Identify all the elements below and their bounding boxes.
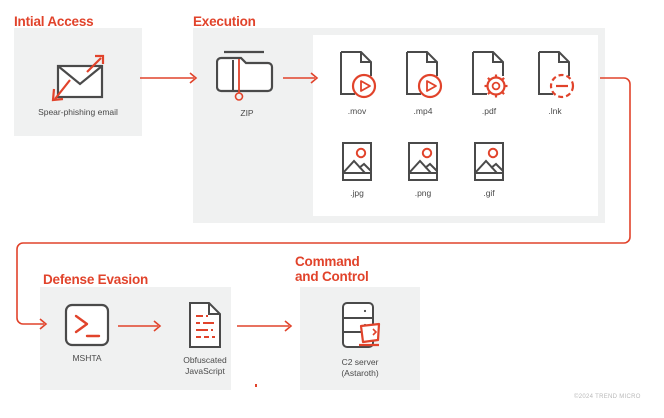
execution-files-panel <box>313 35 598 216</box>
arrow-obfuscated-javascript-to-c2-server <box>237 320 293 332</box>
arrow-mshta-to-obfuscated-javascript <box>118 320 162 332</box>
file-link-icon <box>538 51 575 99</box>
image-file-icon <box>474 142 504 181</box>
file-label: .gif <box>483 188 495 198</box>
node-mshta: MSHTA <box>52 302 122 364</box>
node-label: Obfuscated JavaScript <box>183 355 227 376</box>
file-play-icon <box>340 51 377 99</box>
file-label: .mov <box>347 106 367 116</box>
file-node-png: .png <box>394 140 452 199</box>
node-label: MSHTA <box>72 353 102 363</box>
file-label: .jpg <box>350 188 364 198</box>
file-node-mp4: .mp4 <box>394 48 452 117</box>
node-obfuscated-javascript: Obfuscated JavaScript <box>166 300 244 377</box>
copyright-notice: ©2024 TREND MICRO <box>574 394 641 400</box>
file-node-mov: .mov <box>328 48 386 117</box>
c2-server-icon <box>342 302 381 348</box>
envelope-phishing-icon <box>51 54 105 102</box>
zip-folder-icon <box>216 50 274 101</box>
file-label: .lnk <box>548 106 562 116</box>
file-node-jpg: .jpg <box>328 140 386 199</box>
file-play-icon <box>406 51 443 99</box>
node-c2-server: C2 server (Astaroth) <box>321 300 399 379</box>
stage-title-defense-evasion: Defense Evasion <box>43 272 149 287</box>
arrow-email-to-zip <box>140 72 198 84</box>
file-gear-icon <box>472 51 508 98</box>
stray-dot-artifact <box>255 384 257 387</box>
file-node-gif: .gif <box>460 140 518 199</box>
image-file-icon <box>408 142 438 181</box>
stage-title-command-and-control: Command and Control <box>295 254 369 284</box>
node-zip: ZIP <box>208 47 286 119</box>
file-label: .png <box>414 188 432 198</box>
file-node-lnk: .lnk <box>526 48 584 117</box>
file-node-pdf: .pdf <box>460 48 518 117</box>
obfuscated-script-icon <box>189 302 221 348</box>
image-file-icon <box>342 142 372 181</box>
node-label: C2 server (Astaroth) <box>341 357 379 378</box>
stage-title-initial-access: Intial Access <box>14 14 94 29</box>
node-label: Spear-phishing email <box>38 107 118 117</box>
node-spear-phishing-email: Spear-phishing email <box>22 50 134 118</box>
node-label: ZIP <box>240 108 254 118</box>
file-label: .mp4 <box>413 106 433 116</box>
terminal-prompt-icon <box>64 303 110 347</box>
arrow-zip-to-files <box>283 72 319 84</box>
file-label: .pdf <box>481 106 497 116</box>
stage-title-execution: Execution <box>193 14 256 29</box>
